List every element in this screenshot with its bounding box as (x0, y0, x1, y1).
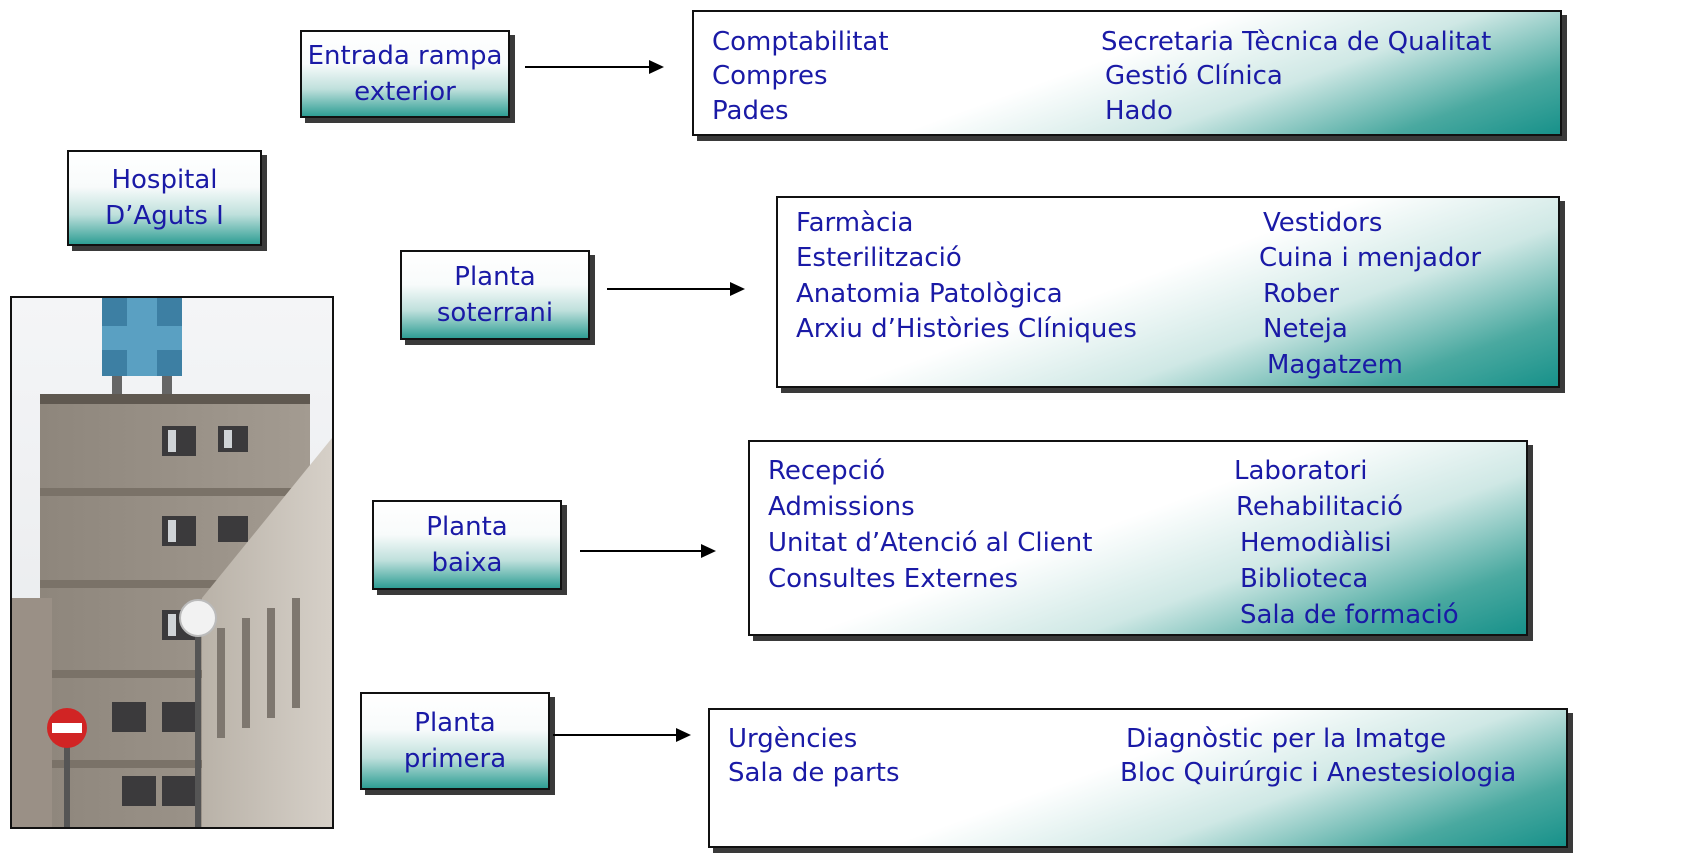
department-item: Vestidors (1263, 208, 1383, 238)
department-item: Hemodiàlisi (1240, 528, 1392, 558)
floor-label-line: exterior (354, 77, 456, 107)
department-item: Anatomia Patològica (796, 279, 1063, 309)
floor-label-entrada: Entrada rampa exterior (300, 30, 510, 118)
arrow-baixa (580, 544, 716, 558)
department-item: Unitat d’Atenció al Client (768, 528, 1093, 558)
department-item: Arxiu d’Històries Clíniques (796, 314, 1137, 344)
department-item: Sala de parts (728, 758, 900, 788)
department-item: Admissions (768, 492, 915, 522)
department-list-soterrani: Farmàcia Esterilització Anatomia Patològ… (776, 196, 1560, 388)
floor-label-line: Planta (426, 512, 508, 542)
floor-label-primera: Planta primera (360, 692, 550, 790)
hospital-name-box: Hospital D’Aguts I (67, 150, 262, 246)
department-item: Rober (1263, 279, 1339, 309)
arrow-soterrani (607, 282, 745, 296)
department-item: Sala de formació (1240, 600, 1459, 630)
floor-label-line: Planta (454, 262, 536, 292)
department-item: Consultes Externes (768, 564, 1019, 594)
department-item: Recepció (768, 456, 886, 486)
floor-label-soterrani: Planta soterrani (400, 250, 590, 340)
department-item: Compres (712, 61, 828, 91)
department-item: Diagnòstic per la Imatge (1126, 724, 1447, 754)
floor-label-line: soterrani (436, 298, 554, 328)
department-item: Magatzem (1267, 350, 1403, 380)
floor-label-baixa: Planta baixa (372, 500, 562, 590)
department-item: Gestió Clínica (1105, 61, 1283, 91)
department-item: Secretaria Tècnica de Qualitat (1101, 27, 1492, 57)
hospital-building-photo (10, 296, 334, 829)
floor-label-line: primera (403, 744, 507, 774)
department-item: Hado (1105, 96, 1173, 126)
arrow-primera (553, 728, 691, 742)
department-list-entrada: Comptabilitat Compres Pades Secretaria T… (692, 10, 1562, 136)
department-item: Biblioteca (1240, 564, 1369, 594)
department-item: Laboratori (1234, 456, 1368, 486)
department-item: Neteja (1263, 314, 1348, 344)
floor-label-line: Entrada rampa (307, 41, 503, 71)
department-list-primera: Urgències Sala de parts Diagnòstic per l… (708, 708, 1568, 848)
arrow-entrada (525, 60, 664, 74)
department-item: Pades (712, 96, 789, 126)
department-item: Esterilització (796, 243, 962, 273)
floor-label-line: Planta (414, 708, 496, 738)
hospital-name-line1: Hospital (111, 165, 218, 195)
department-item: Urgències (728, 724, 858, 754)
hospital-name-line2: D’Aguts I (105, 201, 224, 231)
department-item: Rehabilitació (1236, 492, 1404, 522)
floor-label-line: baixa (431, 548, 503, 578)
department-list-baixa: Recepció Admissions Unitat d’Atenció al … (748, 440, 1528, 636)
department-item: Comptabilitat (712, 27, 889, 57)
department-item: Cuina i menjador (1259, 243, 1482, 273)
department-item: Farmàcia (796, 208, 914, 238)
department-item: Bloc Quirúrgic i Anestesiologia (1120, 758, 1517, 788)
